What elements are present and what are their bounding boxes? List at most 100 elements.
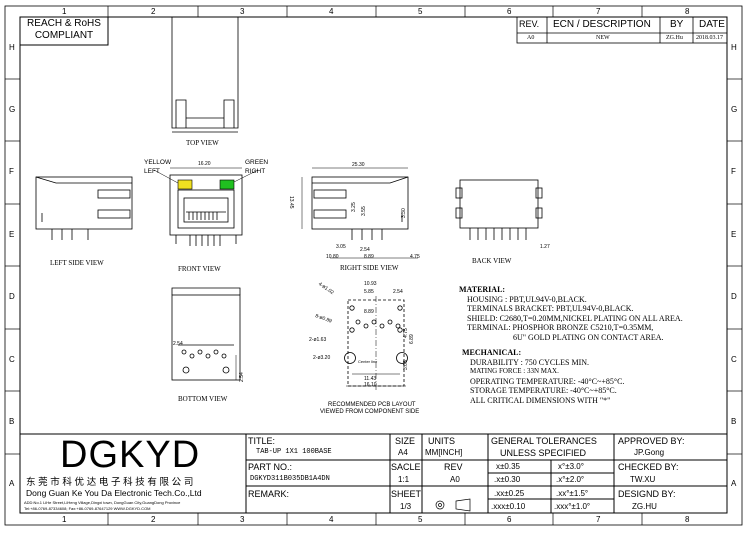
- dim-pcb-j: 16.10: [364, 382, 377, 388]
- bottom-view-title: BOTTOM VIEW: [178, 395, 228, 403]
- dim-right-c: 3.30: [401, 208, 407, 218]
- company-logo: DGKYD: [60, 434, 201, 476]
- tol-ang-3: .xx°±1.5°: [556, 489, 589, 498]
- dim-pcb-c: 2.54: [393, 289, 403, 295]
- dim-pcb-i: 11.43: [364, 376, 377, 382]
- col-4-bottom: 4: [329, 515, 334, 524]
- pcb-layout-subtitle: VIEWED FROM COMPONENT SIDE: [320, 409, 420, 415]
- bottom-view-drawing: [171, 287, 241, 381]
- mechanical-section: MECHANICAL: DURABILITY : 750 CYCLES MIN.…: [462, 348, 624, 405]
- row-g-right: G: [731, 105, 738, 114]
- rev-cell: A0: [527, 35, 535, 41]
- dim-pcb-b: 5.85: [364, 289, 374, 295]
- material-line-3: SHIELD: C2680,T=0.20MM,NICKEL PLATING ON…: [467, 313, 683, 323]
- dim-right-g: 8.89: [364, 254, 374, 260]
- row-g-left: G: [9, 105, 16, 114]
- row-a-left: A: [9, 479, 15, 488]
- col-6-bottom: 6: [507, 515, 512, 524]
- tol-ang-4: .xxx°±1.0°: [554, 502, 591, 511]
- rev-header: REV.: [519, 19, 540, 29]
- mechanical-line-4: STORAGE TEMPERATURE: -40°C~+85°C.: [470, 386, 617, 395]
- dim-right-d: 3.05: [336, 244, 346, 250]
- top-view-title: TOP VIEW: [186, 139, 219, 147]
- col-1-top: 1: [62, 7, 67, 16]
- sheet-value: 1/3: [400, 502, 412, 511]
- yellow-led-label: YELLOW: [144, 159, 172, 166]
- dim-right-length: 25.30: [352, 162, 365, 168]
- right-side-view-drawing: [301, 167, 418, 259]
- row-b-left: B: [9, 417, 15, 426]
- date-header: DATE: [699, 19, 725, 30]
- dim-back-a: 1.27: [540, 244, 550, 250]
- col-5-bottom: 5: [418, 515, 423, 524]
- col-2-top: 2: [151, 7, 156, 16]
- col-7-bottom: 7: [596, 515, 601, 524]
- company-contact: Tel:+86-0769-87334608; Fax:+86-0769-8764…: [24, 506, 151, 511]
- title-label: TITLE:: [248, 436, 276, 446]
- tolerance-title-2: UNLESS SPECIFIED: [500, 448, 587, 458]
- company-address: ADD:No.1 LiHe Street,LiHeng Village,Ding…: [24, 500, 181, 505]
- rev-label: REV: [444, 462, 463, 472]
- left-side-view-drawing: [35, 176, 133, 240]
- row-d-left: D: [9, 292, 15, 301]
- ecn-cell: NEW: [596, 35, 610, 41]
- mechanical-heading: MECHANICAL:: [462, 348, 522, 357]
- title-value: TAB-UP 1X1 100BASE: [256, 448, 332, 456]
- col-2-bottom: 2: [151, 515, 156, 524]
- compliance-line-2: COMPLIANT: [34, 30, 94, 41]
- dim-right-height: 13.45: [288, 196, 294, 209]
- material-line-2: TERMINALS BRACKET: PBT,UL94V-0,BLACK.: [467, 304, 634, 313]
- dim-pcb-g: 2-ø1.63: [309, 337, 327, 343]
- tol-ang-1: x°±3.0°: [558, 462, 584, 471]
- dim-pcb-a: 10.93: [364, 281, 377, 287]
- designed-value: ZG.HU: [632, 502, 657, 511]
- material-line-5: 6U" GOLD PLATING ON CONTACT AREA.: [513, 332, 664, 342]
- right-side-view-title: RIGHT SIDE VIEW: [340, 264, 399, 272]
- mechanical-line-5: ALL CRITICAL DIMENSIONS WITH "*": [470, 395, 611, 405]
- row-f-right: F: [731, 167, 736, 176]
- scale-value: 1:1: [398, 475, 410, 484]
- date-cell: 2018.03.17: [696, 35, 723, 41]
- back-view-title: BACK VIEW: [472, 257, 512, 265]
- tol-ang-2: .x°±2.0°: [556, 475, 585, 484]
- row-h-right: H: [731, 43, 737, 52]
- title-block-lines: [20, 433, 727, 513]
- units-label: UNITS: [428, 436, 455, 446]
- back-view-drawing: [455, 179, 543, 240]
- remark-label: REMARK:: [248, 489, 290, 499]
- by-cell: ZG.Hu: [666, 35, 683, 41]
- col-3-bottom: 3: [240, 515, 245, 524]
- units-value: MM[INCH]: [425, 448, 463, 457]
- dim-pcb-center: Center line: [358, 359, 378, 364]
- revision-table-lines: [516, 16, 728, 44]
- dim-pcb-m: 6.89: [409, 334, 415, 344]
- dim-right-b: 3.55: [361, 206, 367, 216]
- green-led-label: GREEN: [245, 159, 269, 166]
- dim-pcb-h: 2-ø3.20: [313, 355, 331, 361]
- checked-value: TW.XU: [630, 475, 656, 484]
- row-c-left: C: [9, 355, 15, 364]
- outer-frame: [4, 5, 743, 526]
- dim-right-h: 4.75: [410, 254, 420, 260]
- tolerance-title-1: GENERAL TOLERANCES: [491, 436, 597, 446]
- tol-lin-4: .xxx±0.10: [491, 502, 526, 511]
- front-view-title: FRONT VIEW: [178, 265, 221, 273]
- row-c-right: C: [731, 355, 737, 364]
- company-name-en: Dong Guan Ke You Da Electronic Tech.Co.,…: [26, 488, 202, 498]
- size-label: SIZE: [395, 436, 416, 446]
- tol-lin-3: .xx±0.25: [494, 489, 525, 498]
- pcb-layout-drawing: [344, 296, 408, 392]
- mechanical-line-1: DURABILITY : 750 CYCLES MIN.: [470, 357, 590, 367]
- col-1-bottom: 1: [62, 515, 67, 524]
- row-b-right: B: [731, 417, 737, 426]
- size-value: A4: [398, 448, 408, 457]
- approved-value: JP.Gong: [634, 448, 665, 457]
- material-section: MATERIAL: HOUSING : PBT,UL94V-0,BLACK. T…: [459, 285, 683, 342]
- approved-label: APPROVED BY:: [618, 436, 685, 446]
- col-4-top: 4: [329, 7, 334, 16]
- green-led: [219, 179, 235, 190]
- mechanical-line-3: OPERATING TEMPERATURE: -40°C~+85°C.: [470, 376, 625, 386]
- col-3-top: 3: [240, 7, 245, 16]
- right-led-label: RIGHT: [245, 168, 266, 175]
